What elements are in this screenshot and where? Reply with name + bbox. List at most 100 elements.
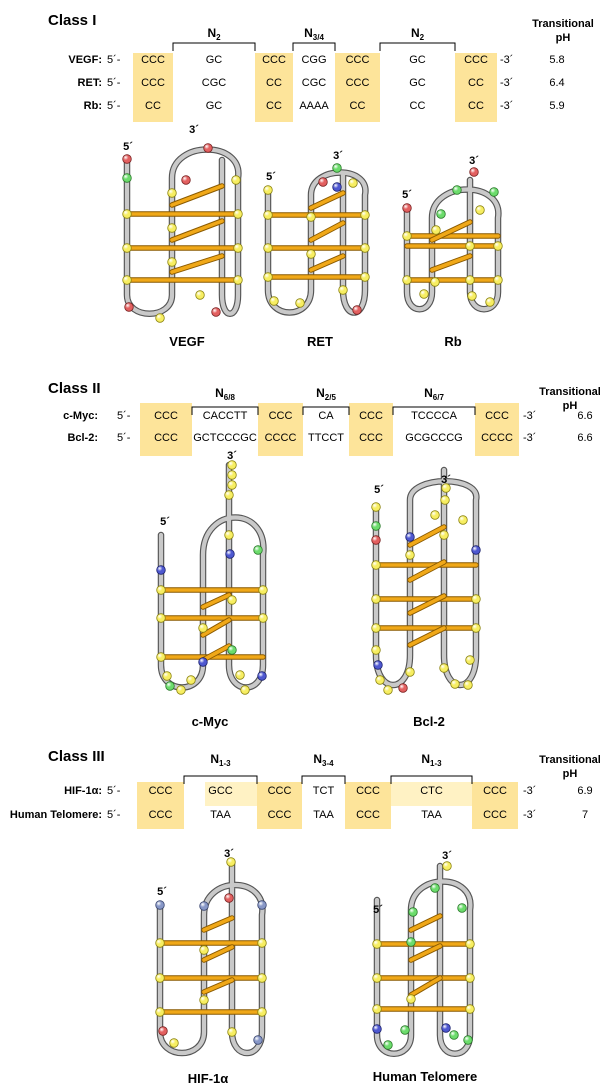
nucleotide-bead: [263, 243, 273, 253]
three-prime-label: -3´: [523, 410, 536, 422]
nucleotide-bead: [469, 167, 479, 177]
c-tract-highlight: [137, 782, 184, 829]
nucleotide-bead: [227, 460, 237, 470]
nucleotide-bead: [156, 652, 166, 662]
nucleotide-bead: [122, 173, 132, 183]
nucleotide-bead: [467, 291, 477, 301]
three-prime-end-label: 3´: [469, 155, 479, 167]
sequence-segment: CCCC: [481, 432, 513, 444]
nucleotide-bead: [332, 163, 342, 173]
base-pair-bridge: [309, 221, 345, 242]
loop-bracket: [301, 775, 346, 784]
sequence-segment: TAA: [421, 809, 442, 821]
dna-backbone: [265, 170, 368, 315]
five-prime-label: 5´-: [107, 77, 121, 89]
structure-name: Rb: [444, 334, 461, 349]
nucleotide-bead: [465, 275, 475, 285]
loop-label: N2: [411, 26, 425, 42]
three-prime-label: -3´: [523, 809, 536, 821]
nucleotide-bead: [227, 1027, 237, 1037]
nucleotide-bead: [155, 973, 165, 983]
sequence-segment: CGC: [302, 77, 327, 89]
base-pair-bridge: [201, 618, 231, 637]
base-pair-bridge: [202, 945, 234, 962]
nucleotide-bead: [211, 307, 221, 317]
nucleotide-bead: [253, 545, 263, 555]
loop-label: N2: [207, 26, 221, 42]
nucleotide-bead: [485, 297, 495, 307]
gene-label: c-Myc:: [63, 410, 98, 422]
nucleotide-bead: [156, 565, 166, 575]
nucleotide-bead: [167, 223, 177, 233]
c-tract-highlight: [255, 53, 293, 122]
nucleotide-bead: [383, 1040, 393, 1050]
sequence-segment: CCC: [483, 809, 507, 821]
nucleotide-bead: [471, 545, 481, 555]
nucleotide-bead: [199, 945, 209, 955]
base-pair-bridge: [202, 916, 234, 932]
nucleotide-bead: [406, 994, 416, 1004]
nucleotide-bead: [431, 225, 441, 235]
sequence-segment: CCC: [346, 54, 370, 66]
nucleotide-bead: [199, 995, 209, 1005]
nucleotide-bead: [493, 241, 503, 251]
nucleotide-bead: [233, 275, 243, 285]
sequence-segment: TAA: [313, 809, 334, 821]
sequence-segment: CC: [145, 100, 161, 112]
five-prime-end-label: 5´: [374, 484, 384, 496]
nucleotide-bead: [198, 623, 208, 633]
base-pair-bridge: [309, 254, 345, 272]
section-title: Class I: [48, 12, 96, 29]
dna-backbone-outline: [264, 169, 369, 316]
dna-backbone: [374, 863, 473, 1056]
nucleotide-bead: [463, 680, 473, 690]
nucleotide-bead: [402, 203, 412, 213]
sequence-segment: GC: [409, 77, 426, 89]
dna-backbone: [373, 467, 479, 687]
loop-label: N1-3: [210, 752, 231, 768]
nucleotide-bead: [263, 210, 273, 220]
nucleotide-bead: [257, 938, 267, 948]
nucleotide-bead: [203, 143, 213, 153]
transitional-ph-value: 7: [582, 809, 588, 821]
nucleotide-bead: [186, 675, 196, 685]
nucleotide-bead: [493, 275, 503, 285]
gene-label: VEGF:: [68, 54, 102, 66]
nucleotide-bead: [122, 275, 132, 285]
nucleotide-bead: [441, 1023, 451, 1033]
transitional-ph-value: 6.4: [549, 77, 564, 89]
nucleotide-bead: [169, 1038, 179, 1048]
nucleotide-bead: [295, 298, 305, 308]
nucleotide-bead: [122, 243, 132, 253]
nucleotide-bead: [372, 1024, 382, 1034]
nucleotide-bead: [405, 550, 415, 560]
nucleotide-bead: [224, 893, 234, 903]
i-motif-structure: 5´3´Human Telomere: [372, 850, 478, 1084]
structure-name: Human Telomere: [373, 1069, 478, 1084]
nucleotide-bead: [471, 594, 481, 604]
sequence-segment: CC: [266, 77, 282, 89]
nucleotide-bead: [167, 188, 177, 198]
nucleotide-bead: [360, 243, 370, 253]
transitional-ph-value: 6.9: [577, 785, 592, 797]
nucleotide-bead: [465, 241, 475, 251]
sequence-segment: GCTCCCGC: [193, 432, 257, 444]
nucleotide-bead: [398, 683, 408, 693]
c-tract-highlight: [345, 782, 391, 829]
sequence-segment: GC: [409, 54, 426, 66]
sequence-segment: TCCCCA: [411, 410, 457, 422]
nucleotide-bead: [199, 901, 209, 911]
three-prime-label: -3´: [523, 432, 536, 444]
nucleotide-bead: [253, 1035, 263, 1045]
nucleotide-bead: [372, 1004, 382, 1014]
structure-name: c-Myc: [192, 714, 229, 729]
nucleotide-bead: [465, 973, 475, 983]
c-tract-highlight: [335, 53, 380, 122]
nucleotide-bead: [408, 907, 418, 917]
nucleotide-bead: [227, 480, 237, 490]
nucleotide-bead: [441, 483, 451, 493]
nucleotide-bead: [235, 670, 245, 680]
nucleotide-bead: [372, 973, 382, 983]
base-pair-bridge: [408, 525, 446, 547]
